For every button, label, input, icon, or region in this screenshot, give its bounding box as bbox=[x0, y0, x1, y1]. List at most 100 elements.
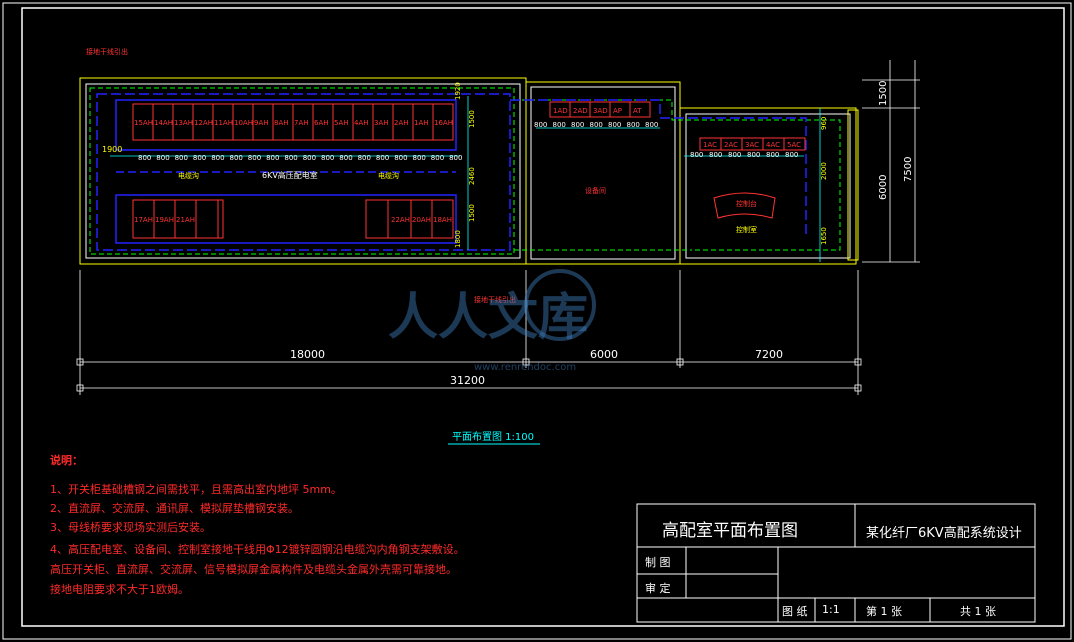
cabinet-label: 6AH bbox=[314, 119, 329, 127]
cable-trench bbox=[96, 93, 807, 251]
dim-2000: 2000 bbox=[820, 162, 828, 180]
dim-v7500: 7500 bbox=[903, 157, 914, 182]
dim-31200: 31200 bbox=[450, 374, 485, 387]
dim-6000: 6000 bbox=[590, 348, 618, 361]
cabinet-label: 17AH bbox=[134, 216, 153, 224]
cabinet-label: 19AH bbox=[155, 216, 174, 224]
dim-1650: 1650 bbox=[820, 227, 828, 245]
panel-label: 2AD bbox=[573, 107, 588, 115]
cabinet-label: 12AH bbox=[194, 119, 213, 127]
panel-label: 3AD bbox=[593, 107, 608, 115]
dim-1900: 1900 bbox=[102, 145, 122, 154]
cabinet-label: 18AH bbox=[433, 216, 452, 224]
grounding-loop bbox=[89, 87, 841, 255]
control-room-label: 控制室 bbox=[736, 225, 757, 234]
spacing-label: 800 bbox=[175, 154, 188, 162]
panel-label: AP bbox=[613, 107, 622, 115]
panel-label: AT bbox=[633, 107, 642, 115]
dim-v1500: 1500 bbox=[878, 81, 889, 106]
spacing-label: 800 bbox=[590, 121, 603, 129]
spacing-label: 800 bbox=[376, 154, 389, 162]
bottom-dimensions bbox=[79, 270, 859, 395]
dim-1920: 1920 bbox=[454, 82, 462, 100]
spacing-label: 800 bbox=[553, 121, 566, 129]
cabinet-label: 15AH bbox=[134, 119, 153, 127]
drawn-label: 制 图 bbox=[645, 556, 671, 569]
spacing-label: 800 bbox=[211, 154, 224, 162]
drawing-texts: 接地干线引出 接地干线引出 6KV高压配电室 电缆沟 电缆沟 设备间 控制台 控… bbox=[86, 47, 914, 445]
cabinet-label: 13AH bbox=[174, 119, 193, 127]
spacing-label: 800 bbox=[690, 151, 703, 159]
right-panels bbox=[699, 137, 806, 151]
cabinet-label: 3AH bbox=[374, 119, 389, 127]
room-label-hv: 6KV高压配电室 bbox=[262, 170, 318, 180]
dim-v6000: 6000 bbox=[878, 175, 889, 200]
spacing-label: 800 bbox=[303, 154, 316, 162]
spacing-label: 800 bbox=[747, 151, 760, 159]
inner-border bbox=[21, 7, 1065, 627]
spacing-label: 800 bbox=[266, 154, 279, 162]
spacing-label: 800 bbox=[321, 154, 334, 162]
cable-trench-label-right: 电缆沟 bbox=[378, 171, 399, 180]
cabinet-row-2 bbox=[132, 199, 454, 239]
cabinet-label: 7AH bbox=[294, 119, 309, 127]
right-dimensions bbox=[862, 60, 920, 263]
scale-value: 1:1 bbox=[822, 603, 840, 616]
spacing-label: 800 bbox=[728, 151, 741, 159]
spacing-label: 800 bbox=[534, 121, 547, 129]
panel-label: 4AC bbox=[766, 141, 780, 149]
spacing-label: 800 bbox=[766, 151, 779, 159]
middle-room-label: 设备间 bbox=[585, 186, 606, 195]
cabinet-label: 5AH bbox=[334, 119, 349, 127]
ground-label-top: 接地干线引出 bbox=[86, 47, 128, 56]
middle-panels bbox=[549, 101, 651, 118]
title-block-lines bbox=[636, 503, 1036, 623]
cabinet-label: 21AH bbox=[176, 216, 195, 224]
internal-dimensions bbox=[110, 96, 821, 262]
spacing-label: 800 bbox=[785, 151, 798, 159]
cabinet-label: 20AH bbox=[412, 216, 431, 224]
spacing-label: 800 bbox=[431, 154, 444, 162]
notes-item-4: 4、高压配电室、设备间、控制室接地干线用Φ12镀锌圆钢沿电缆沟内角钢支架敷设。 bbox=[50, 543, 465, 556]
notes-heading: 说明： bbox=[50, 454, 83, 467]
dim-2460: 2460 bbox=[468, 167, 476, 185]
cabinet-label: 9AH bbox=[254, 119, 269, 127]
spacing-label: 800 bbox=[608, 121, 621, 129]
ground-label-bottom: 接地干线引出 bbox=[474, 295, 516, 304]
spacing-label: 800 bbox=[394, 154, 407, 162]
dim-18000: 18000 bbox=[290, 348, 325, 361]
panel-label: 5AC bbox=[787, 141, 801, 149]
panel-label: 1AD bbox=[553, 107, 568, 115]
watermark bbox=[524, 269, 596, 341]
spacing-label: 800 bbox=[627, 121, 640, 129]
dim-1800: 1800 bbox=[454, 230, 462, 248]
notes-item-1: 1、开关柜基础槽钢之间需找平，且需高出室内地坪 5mm。 bbox=[50, 483, 342, 496]
cabinet-label: 1AH bbox=[414, 119, 429, 127]
notes-item-2: 2、直流屏、交流屏、通讯屏、模拟屏垫槽钢安装。 bbox=[50, 502, 299, 515]
drawing-name: 高配室平面布置图 bbox=[662, 521, 798, 541]
building-walls bbox=[79, 77, 859, 265]
dim-960: 960 bbox=[820, 117, 828, 130]
watermark-text: 人人文库 bbox=[388, 288, 588, 346]
spacing-label: 800 bbox=[571, 121, 584, 129]
control-desk-label: 控制台 bbox=[736, 199, 757, 208]
dim-1500-b: 1500 bbox=[468, 204, 476, 222]
spacing-label: 800 bbox=[413, 154, 426, 162]
spacing-label: 800 bbox=[449, 154, 462, 162]
cabinet-label: 14AH bbox=[154, 119, 173, 127]
notes-item-5: 高压开关柜、直流屏、交流屏、信号模拟屏金属构件及电缆头金属外壳需可靠接地。 bbox=[50, 563, 457, 576]
spacing-label: 800 bbox=[284, 154, 297, 162]
cabinet-label: 4AH bbox=[354, 119, 369, 127]
cabinet-label: 2AH bbox=[394, 119, 409, 127]
sheet-total: 共 1 张 bbox=[960, 605, 996, 618]
spacing-label: 800 bbox=[156, 154, 169, 162]
project-name: 某化纤厂6KV高配系统设计 bbox=[866, 526, 1022, 541]
panel-label: 3AC bbox=[745, 141, 759, 149]
spacing-label: 800 bbox=[138, 154, 151, 162]
